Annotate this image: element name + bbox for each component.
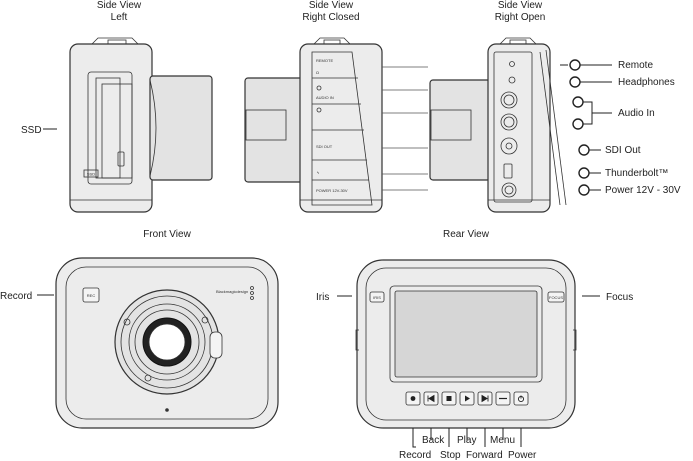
front-view-title: Front View [143, 229, 191, 240]
headphones-callout-circle [569, 76, 581, 88]
side-left-title-1: Side View [97, 0, 142, 11]
side-view-right-closed: REMOTE Ω AUDIO IN SDI OUT ϟ POWER 12V-30… [244, 37, 383, 213]
ssd-label: SSD [21, 125, 42, 136]
remote-label: Remote [618, 60, 653, 71]
power-input-label: Power 12V - 30V [605, 185, 681, 196]
front-view: REC Blackmagicdesign [55, 257, 279, 429]
closed-panel-remote: REMOTE [316, 58, 333, 63]
side-closed-title-2: Right Closed [302, 12, 359, 23]
thunderbolt-symbol: ϟ [317, 170, 320, 175]
thunderbolt-callout-circle [578, 167, 590, 179]
focus-button-text: FOCUS [549, 295, 563, 300]
iris-label: Iris [316, 292, 329, 303]
ssd-slot-label: SSD [87, 172, 95, 177]
rear-back-label: Back [422, 435, 445, 446]
headphones-label: Headphones [618, 77, 675, 88]
side-closed-title-1: Side View [309, 0, 354, 11]
remote-callout-circle [569, 59, 581, 71]
audio-in-label: Audio In [618, 108, 655, 119]
rear-menu-label: Menu [490, 435, 515, 446]
side-open-title-2: Right Open [495, 12, 546, 23]
audio-in-callout-circle-1 [572, 96, 584, 108]
rear-play-label: Play [457, 435, 476, 446]
front-record-button [82, 287, 100, 303]
alignment-lines [382, 66, 428, 191]
thunderbolt-label: Thunderbolt™ [605, 168, 668, 179]
headphones-symbol: Ω [316, 70, 319, 75]
front-rec-text: REC [87, 293, 96, 298]
rear-record-label: Record [399, 450, 431, 461]
side-open-title-1: Side View [498, 0, 543, 11]
brand-logo: Blackmagicdesign [216, 289, 248, 294]
sdi-out-callout-circle [578, 144, 590, 156]
closed-panel-power: POWER 12V-30V [316, 188, 348, 193]
connector-callouts: Remote Headphones Audio In SDI Out Thund… [560, 59, 681, 196]
power-callout-circle [578, 184, 590, 196]
rear-view-title: Rear View [443, 229, 490, 240]
closed-panel-sdi: SDI OUT [316, 144, 333, 149]
front-record-label: Record [0, 291, 32, 302]
focus-label: Focus [606, 292, 633, 303]
focus-button [547, 291, 565, 303]
side-view-left: SSD [69, 37, 213, 213]
rear-stop-label: Stop [440, 450, 461, 461]
rear-view: IRIS FOCUS [355, 259, 577, 429]
sdi-out-label: SDI Out [605, 145, 641, 156]
rear-button-row [405, 391, 529, 406]
audio-in-callout-circle-2 [572, 118, 584, 130]
side-left-title-2: Left [111, 12, 128, 23]
lcd-screen [394, 290, 538, 378]
rear-button-callouts [412, 428, 522, 448]
iris-button-text: IRIS [373, 295, 381, 300]
side-view-right-open [429, 37, 567, 213]
rear-forward-label: Forward [466, 450, 503, 461]
rear-power-label: Power [508, 450, 537, 461]
iris-button [369, 291, 385, 303]
closed-panel-audio: AUDIO IN [316, 95, 334, 100]
